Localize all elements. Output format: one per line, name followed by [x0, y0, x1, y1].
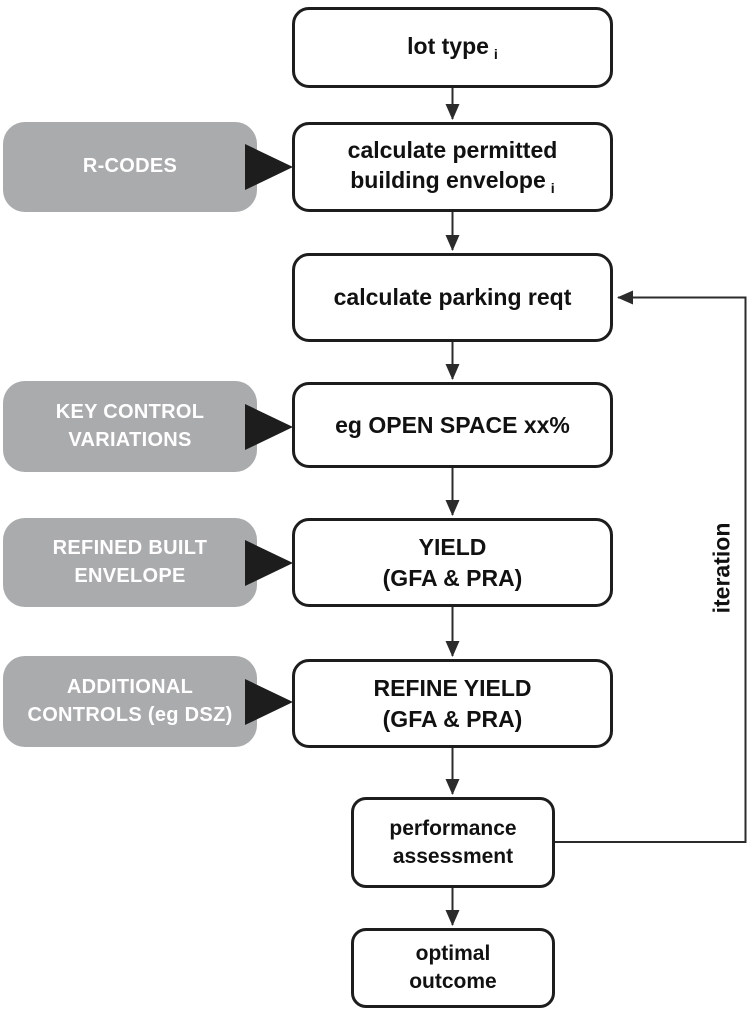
node-yield: YIELD (GFA & PRA)	[292, 518, 613, 607]
optimal-label: optimal outcome	[409, 942, 497, 993]
node-open-space: eg OPEN SPACE xx%	[292, 382, 613, 468]
node-optimal-outcome: optimal outcome	[351, 928, 555, 1008]
side-label-r-codes: R-CODES	[3, 122, 293, 212]
pointer-triangle-icon	[245, 144, 293, 190]
yield-label: YIELD (GFA & PRA)	[382, 534, 523, 591]
key-control-variations-label: KEY CONTROL VARIATIONS	[55, 400, 205, 451]
pointer-triangle-icon	[245, 403, 293, 450]
lot-type-subscript: i	[493, 46, 498, 63]
side-label-additional-controls: ADDITIONAL CONTROLS (eg DSZ)	[3, 656, 293, 747]
envelope-subscript: i	[550, 181, 555, 198]
r-codes-label: R-CODES	[82, 155, 178, 178]
parking-label: calculate parking reqt	[333, 284, 572, 311]
node-performance-assessment: performance assessment	[351, 797, 555, 888]
performance-label: performance assessment	[389, 816, 517, 868]
pointer-triangle-icon	[245, 678, 293, 725]
node-refine-yield: REFINE YIELD (GFA & PRA)	[292, 659, 613, 748]
lot-type-label: lot type	[407, 32, 489, 59]
envelope-line2-text: building envelope	[350, 167, 546, 194]
pointer-triangle-icon	[245, 539, 293, 586]
envelope-line1: calculate permitted	[347, 136, 558, 163]
iteration-label: iteration	[708, 522, 735, 614]
open-space-label: eg OPEN SPACE xx%	[335, 411, 570, 438]
side-label-refined-built-envelope: REFINED BUILT ENVELOPE	[3, 518, 293, 607]
side-label-key-control-variations: KEY CONTROL VARIATIONS	[3, 381, 293, 472]
additional-controls-label: ADDITIONAL CONTROLS (eg DSZ)	[27, 675, 233, 726]
refined-built-envelope-label: REFINED BUILT ENVELOPE	[52, 536, 208, 587]
node-calculate-parking-reqt: calculate parking reqt	[292, 253, 613, 342]
refine-yield-label: REFINE YIELD (GFA & PRA)	[373, 675, 532, 732]
